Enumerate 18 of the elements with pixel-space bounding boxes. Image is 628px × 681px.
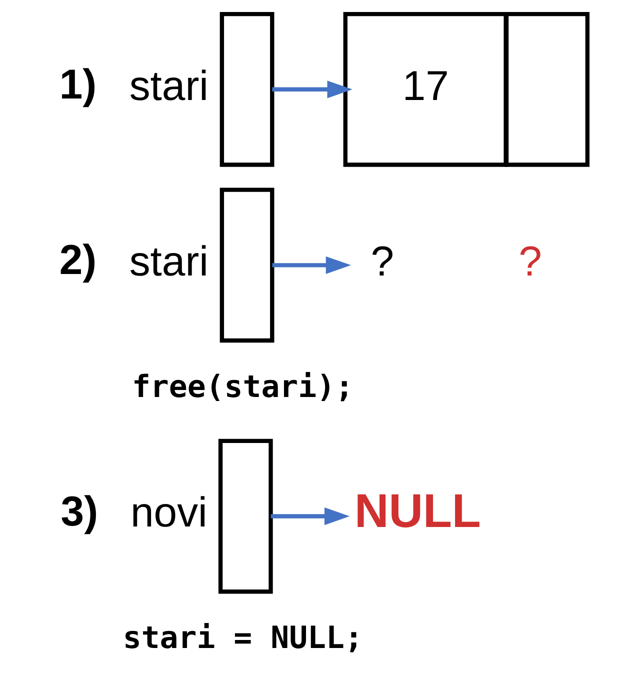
label: ? xyxy=(518,238,542,285)
node-box xyxy=(504,12,590,167)
label: 3) xyxy=(60,487,98,534)
node-text: ? xyxy=(370,238,394,285)
label: stari = NULL; xyxy=(122,621,363,656)
arrow xyxy=(270,507,350,526)
node-label: novi xyxy=(130,488,208,536)
node-box xyxy=(220,188,274,343)
arrow xyxy=(272,256,352,274)
label: free(stari); xyxy=(132,370,354,406)
node-text: NULL xyxy=(354,485,481,538)
node-box xyxy=(220,12,274,167)
node-box xyxy=(218,438,273,594)
node-label: stari xyxy=(129,238,208,285)
arrow xyxy=(272,80,352,98)
label: 1) xyxy=(59,60,97,108)
label: 2) xyxy=(59,236,97,284)
node-label: stari xyxy=(129,62,208,109)
